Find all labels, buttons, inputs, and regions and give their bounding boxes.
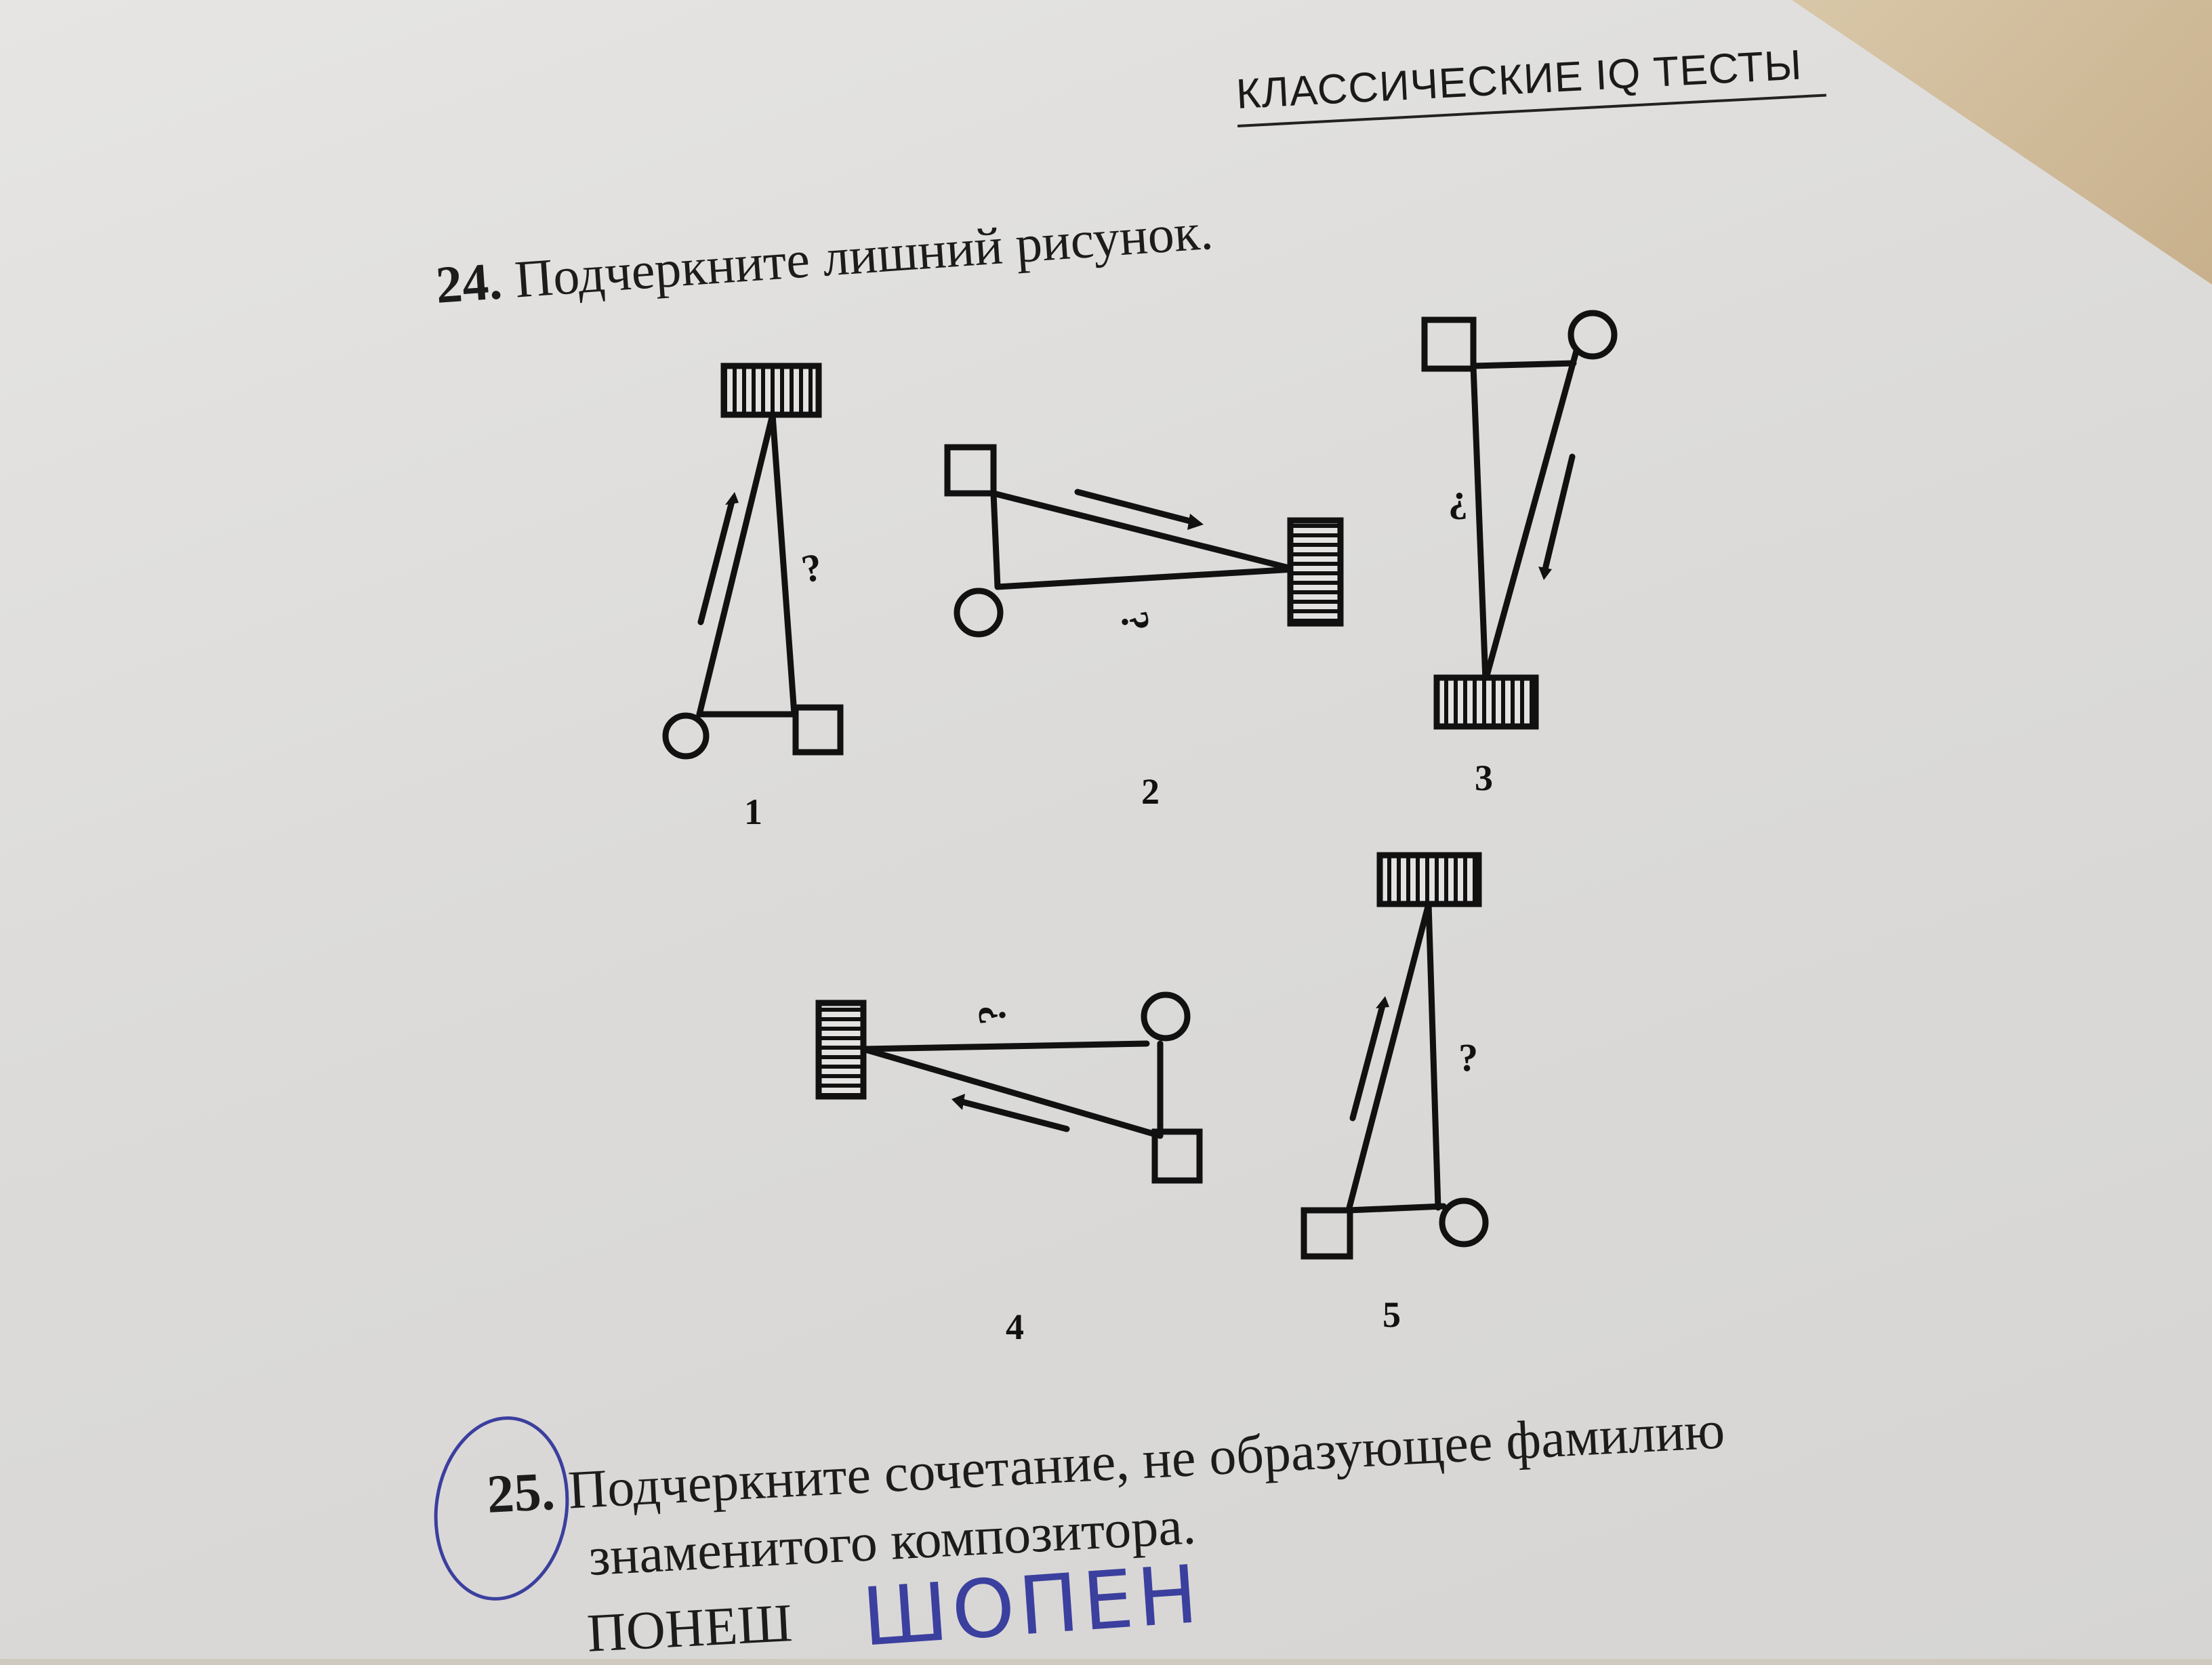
hatched-block-icon: [815, 1000, 867, 1100]
arrow-icon: [1349, 1002, 1386, 1122]
figure-5-mark: ?: [1458, 1035, 1478, 1080]
figure-2-mark: ?: [1112, 608, 1159, 635]
hatched-block-icon: [1287, 517, 1344, 627]
figure-5[interactable]: [1300, 852, 1489, 1260]
pen-circle-mark: [434, 1416, 569, 1601]
answer-choice: ПОНЕШ: [586, 1593, 794, 1664]
square-icon: [792, 704, 844, 756]
figure-2-label: 2: [1141, 771, 1160, 812]
figure-4[interactable]: [815, 991, 1203, 1184]
figure-1-mark: ?: [798, 544, 826, 592]
arrow-icon: [697, 498, 735, 625]
hatched-block-icon: [1433, 674, 1539, 730]
figure-1[interactable]: [662, 363, 844, 760]
figure-4-label: 4: [1006, 1307, 1024, 1347]
arrow-icon: [1074, 489, 1196, 525]
square-icon: [1421, 316, 1477, 372]
square-icon: [1151, 1128, 1203, 1184]
arrow-icon: [959, 1098, 1070, 1132]
circle-icon: [662, 712, 710, 760]
figure-3[interactable]: [1421, 310, 1618, 730]
figure-3-mark: ?: [1448, 485, 1468, 529]
figure-5-label: 5: [1382, 1294, 1401, 1335]
question-25-number: 25.: [485, 1461, 556, 1525]
square-icon: [944, 444, 997, 497]
figure-3-label: 3: [1475, 758, 1493, 798]
square-icon: [1300, 1207, 1353, 1260]
hatched-block-icon: [720, 363, 822, 418]
circle-icon: [954, 588, 1004, 638]
figure-1-label: 1: [744, 792, 762, 832]
circle-icon: [1141, 991, 1191, 1042]
figure-2[interactable]: [944, 444, 1344, 638]
arrow-icon: [1542, 453, 1576, 573]
hatched-block-icon: [1376, 852, 1482, 907]
circle-icon: [1439, 1197, 1489, 1248]
figure-4-mark: ?: [969, 1003, 1015, 1027]
circle-icon: [1568, 310, 1618, 360]
